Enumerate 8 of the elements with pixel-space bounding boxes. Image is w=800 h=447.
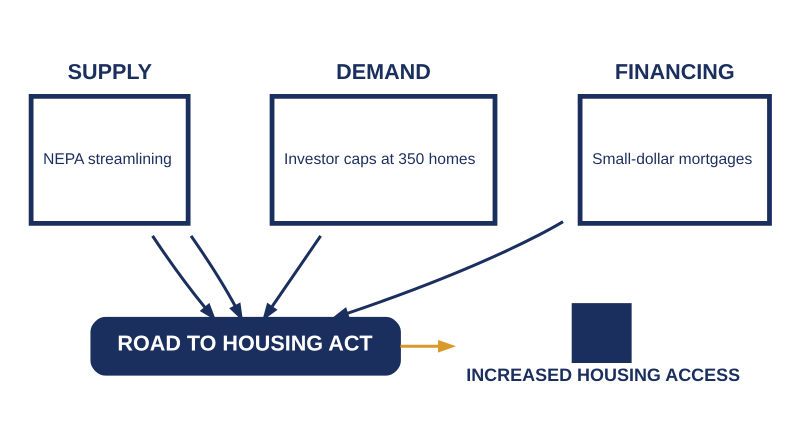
node-label: INCREASED HOUSING ACCESS [466, 364, 740, 385]
node-box [572, 302, 632, 363]
arrow [330, 220, 564, 319]
node-label: SUPPLY [68, 58, 152, 84]
arrow [400, 339, 456, 352]
node-label: DEMAND [336, 58, 431, 84]
node-box: ROAD TO HOUSING ACT [90, 316, 401, 376]
node-label: FINANCING [614, 58, 735, 84]
